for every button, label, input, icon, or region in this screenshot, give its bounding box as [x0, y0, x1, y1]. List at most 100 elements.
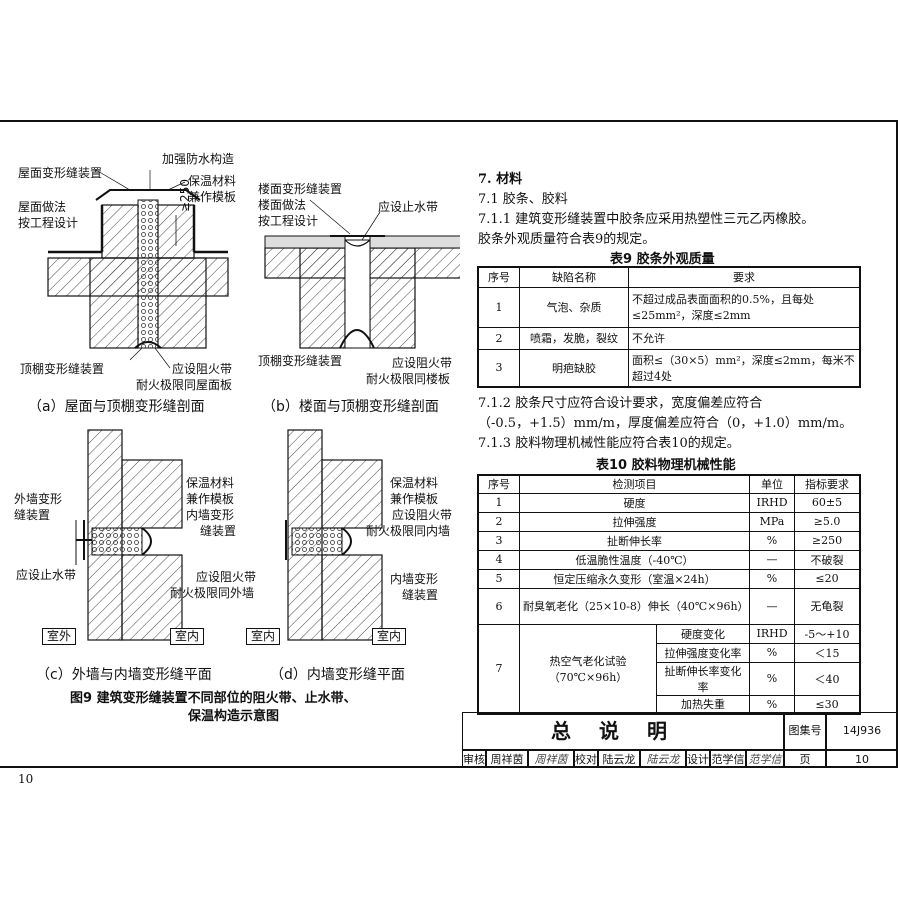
table10-cell: 1 [477, 492, 520, 513]
label-insulation-d: 保温材料 [390, 476, 439, 490]
table10-cell: 加热失重 [656, 694, 750, 715]
table10-cell: — [749, 549, 795, 570]
table9-cell: 不允许 [628, 326, 861, 350]
figure-c-plan [75, 429, 183, 641]
table10-cell: 耐臭氧老化（25×10-8）伸长（40℃×96h） [519, 587, 750, 625]
table10-cell: 硬度变化 [656, 623, 750, 644]
table9-cell: 面积≤（30×5）mm²，深度≤2mm，每米不超过4处 [628, 348, 861, 388]
review-signature: 周祥茵 [528, 750, 574, 768]
review-name: 周祥茵 [486, 750, 528, 768]
label-formwork-c: 兼作模板 [186, 492, 235, 506]
design-signature: 范学信 [746, 750, 784, 768]
table10-cell: 不破裂 [794, 549, 861, 570]
table9-cell: 2 [477, 326, 520, 350]
table9-header: 缺陷名称 [519, 266, 629, 288]
label-indoor-d2: 室内 [372, 628, 407, 645]
table10-cell: ≤20 [794, 568, 861, 589]
caption-d: （d）内墙变形缝平面 [270, 667, 405, 683]
table10-cell: MPa [749, 511, 795, 532]
table-row: 1 硬度 IRHD 60±5 [477, 492, 861, 513]
table9-cell: 3 [477, 348, 520, 388]
table10-cell: 无龟裂 [794, 587, 861, 625]
section-7-heading: 7. 材料 [478, 172, 523, 187]
table10-cell: IRHD [749, 623, 795, 644]
check-signature: 陆云龙 [640, 750, 686, 768]
table-row: 3 扯断伸长率 % ≥250 [477, 530, 861, 551]
label-insulation: 保温材料 [188, 174, 237, 188]
table10-cell: 扯断伸长率变化率 [656, 661, 750, 696]
table-row: 拉伸强度变化率 % ＜15 [478, 642, 861, 663]
table9-cell: 气泡、杂质 [519, 286, 629, 328]
table10-cell: 恒定压缩永久变形（室温×24h） [519, 568, 750, 589]
label-per-design: 按工程设计 [18, 216, 79, 230]
table-row: 3 明疤缺胶 面积≤（30×5）mm²，深度≤2mm，每米不超过4处 [477, 348, 861, 388]
label-floor-method: 楼面做法 [258, 198, 307, 212]
label-indoor-d1: 室内 [246, 628, 281, 645]
label-roof-method: 屋面做法 [18, 200, 67, 214]
sheet-border [0, 120, 898, 768]
check-label: 校对 [574, 750, 598, 768]
figure-a-section [47, 169, 229, 369]
section-7-1-2-line1: 7.1.2 胶条尺寸应符合设计要求，宽度偏差应符合 [478, 396, 763, 411]
label-inner-device-1: 内墙变形 [390, 572, 439, 586]
table10-cell: 2 [477, 511, 520, 532]
table10-cell: ≤30 [794, 694, 861, 715]
table9-header: 序号 [477, 266, 520, 288]
table9-caption: 表9 胶条外观质量 [610, 252, 715, 267]
label-outdoor: 室外 [42, 628, 77, 645]
table10-cell: % [749, 530, 795, 551]
label-indoor-c: 室内 [170, 628, 205, 645]
label-floor-device: 楼面变形缝装置 [258, 182, 343, 196]
label-fire-rating: 耐火极限同屋面板 [136, 378, 233, 392]
table10-header: 检测项目 [519, 474, 750, 494]
label-firestop-b: 应设阻火带 [392, 356, 453, 370]
label-min-height: ≥250 [178, 179, 192, 212]
table10-cell: 硬度 [519, 492, 750, 513]
table10-cell: 低温脆性温度（-40℃） [519, 549, 750, 570]
atlas-label: 图集号 [784, 712, 826, 750]
page-number: 10 [826, 750, 898, 768]
table10-cell: ＜40 [794, 661, 861, 696]
label-interior-device-2: 缝装置 [200, 524, 237, 538]
label-firestop: 应设阻火带 [172, 362, 233, 376]
table10-cell: 3 [477, 530, 520, 551]
label-exterior-device-2: 缝装置 [14, 508, 51, 522]
table-row: 2 喷霜，发脆，裂纹 不允许 [477, 326, 861, 350]
table-row: 6 耐臭氧老化（25×10-8）伸长（40℃×96h） — 无龟裂 [477, 587, 861, 625]
label-firestop-c: 应设阻火带 [196, 570, 257, 584]
table-row: 7 热空气老化试验（70℃×96h） 硬度变化 IRHD -5～+10 [477, 623, 861, 715]
table10-cell: 拉伸强度变化率 [656, 642, 750, 663]
figure-b-section [264, 199, 460, 349]
label-floor-per-design: 按工程设计 [258, 214, 319, 228]
table10-caption: 表10 胶料物理机械性能 [596, 458, 736, 473]
table10-cell: -5～+10 [794, 623, 861, 644]
table10-cell: 拉伸强度 [519, 511, 750, 532]
label-waterstop-c: 应设止水带 [16, 568, 77, 582]
label-exterior-device-1: 外墙变形 [14, 492, 63, 506]
table10-cell: 4 [477, 549, 520, 570]
atlas-number: 14J936 [826, 712, 898, 750]
sheet-title: 总说明 [462, 712, 784, 750]
label-formwork-d: 兼作模板 [390, 492, 439, 506]
table-9: 序号 缺陷名称 要求 1 气泡、杂质 不超过成品表面面积的0.5%，且每处≤25… [477, 266, 861, 388]
label-ceiling-device: 顶棚变形缝装置 [20, 362, 105, 376]
section-7-1-3: 7.1.3 胶料物理机械性能应符合表10的规定。 [478, 436, 740, 451]
table10-cell: 扯断伸长率 [519, 530, 750, 551]
label-waterstop: 应设止水带 [378, 200, 439, 214]
label-firestop-d: 应设阻火带 [392, 508, 453, 522]
table10-cell: ≥5.0 [794, 511, 861, 532]
table-row: 2 拉伸强度 MPa ≥5.0 [477, 511, 861, 532]
label-formwork: 兼作模板 [188, 190, 237, 204]
design-name: 范学信 [710, 750, 746, 768]
figure-caption-line1: 图9 建筑变形缝装置不同部位的阻火带、止水带、 [70, 691, 357, 706]
table-10: 序号 检测项目 单位 指标要求 1 硬度 IRHD 60±5 2 拉伸强度 MP… [477, 474, 861, 715]
table9-cell: 1 [477, 286, 520, 328]
title-block: 总说明 图集号 14J936 审核 周祥茵 周祥茵 校对 陆云龙 陆云龙 设计 … [462, 712, 898, 768]
table-row: 加热失重 % ≤30 [478, 694, 861, 715]
label-roof-device: 屋面变形缝装置 [18, 166, 103, 180]
left-page-number: 10 [18, 772, 34, 786]
figure-9-drawings [47, 169, 460, 641]
check-name: 陆云龙 [598, 750, 640, 768]
label-fire-rating-b: 耐火极限同楼板 [366, 372, 451, 386]
section-7-1-2-line2: （-0.5，+1.5）mm/m，厚度偏差应符合（0，+1.0）mm/m。 [478, 416, 853, 431]
